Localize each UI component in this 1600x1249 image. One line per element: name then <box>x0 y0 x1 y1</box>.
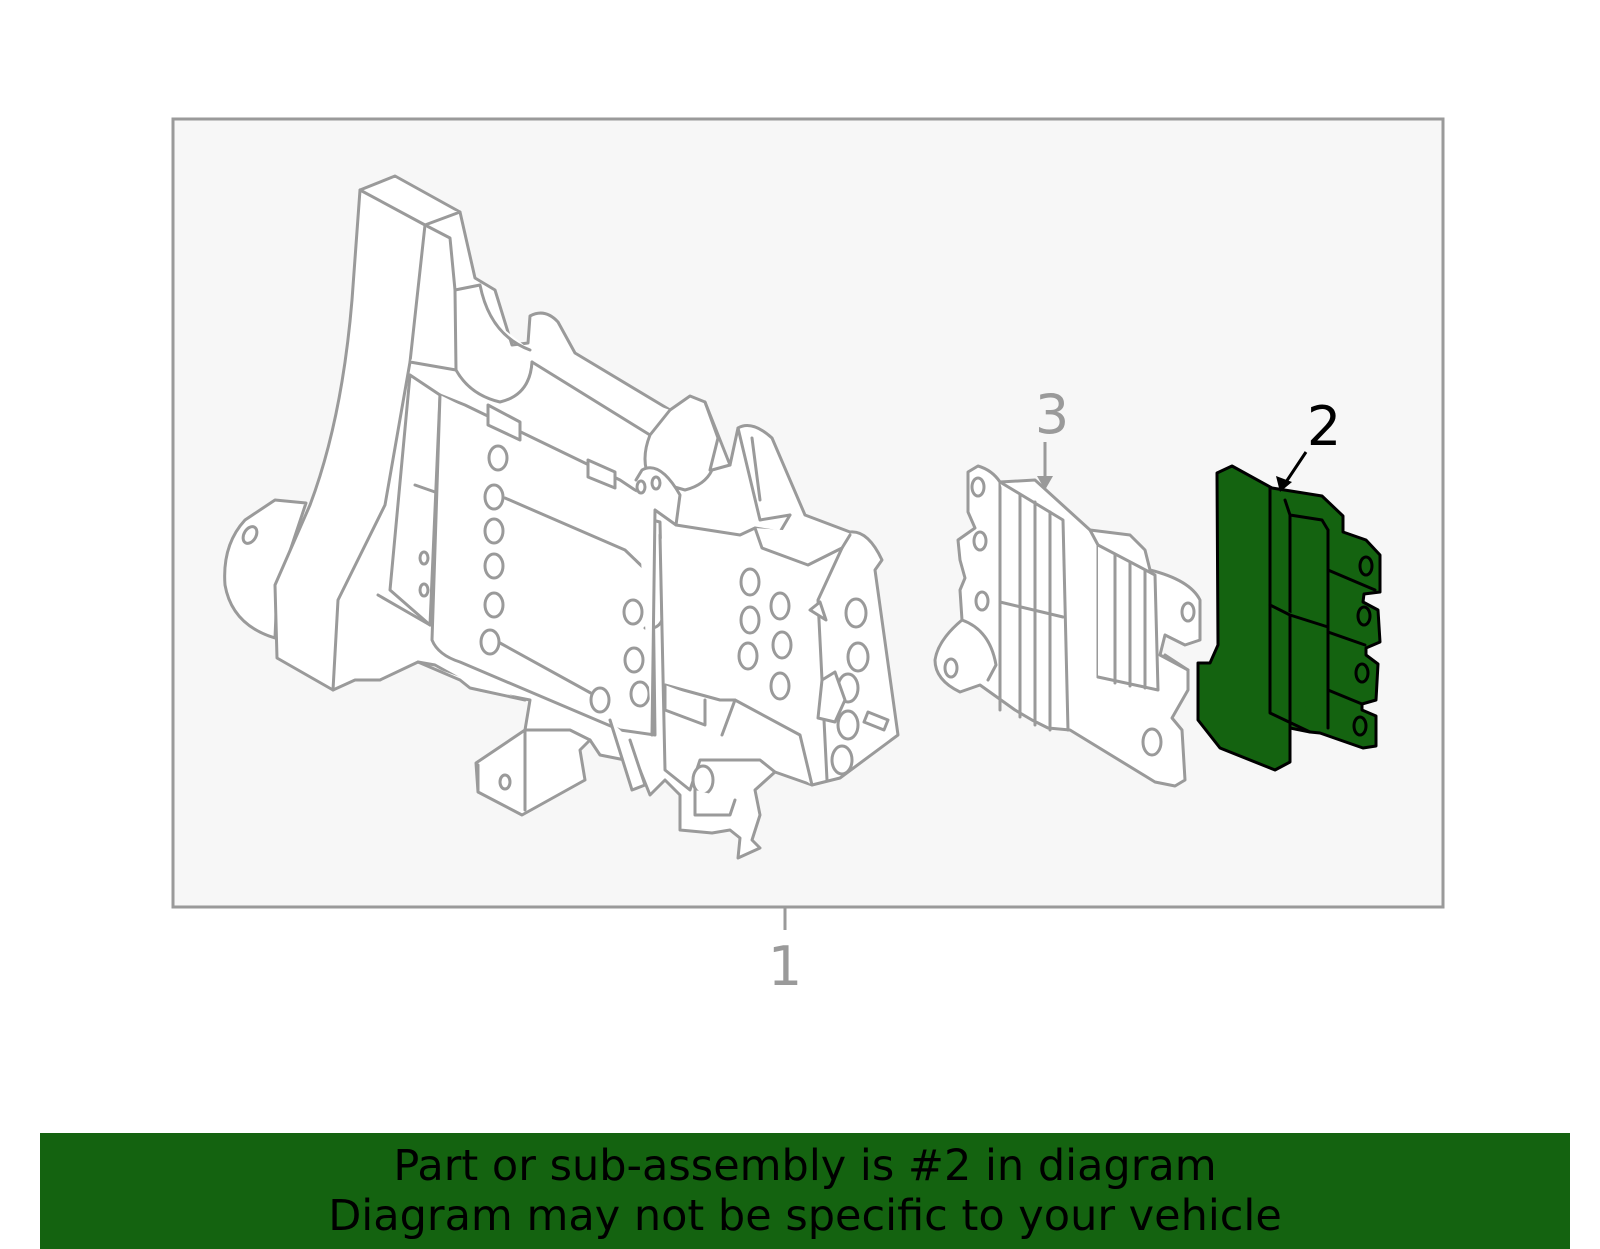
part-1-bracket-assembly <box>223 174 900 860</box>
banner-line-disclaimer: Diagram may not be specific to your vehi… <box>328 1191 1282 1241</box>
callout-3-arrowhead <box>1037 476 1053 490</box>
part-3-bracket <box>933 464 1202 788</box>
callout-3-label: 3 <box>1035 383 1069 446</box>
callout-2-label: 2 <box>1307 395 1341 458</box>
part-2-highlighted-module <box>1196 464 1382 772</box>
banner-line-part-number: Part or sub-assembly is #2 in diagram <box>393 1141 1217 1191</box>
info-banner: Part or sub-assembly is #2 in diagram Di… <box>40 1133 1570 1249</box>
callout-1-label: 1 <box>768 935 802 998</box>
callout-2-arrowhead <box>1276 476 1292 492</box>
callout-2-leader <box>1284 451 1308 483</box>
